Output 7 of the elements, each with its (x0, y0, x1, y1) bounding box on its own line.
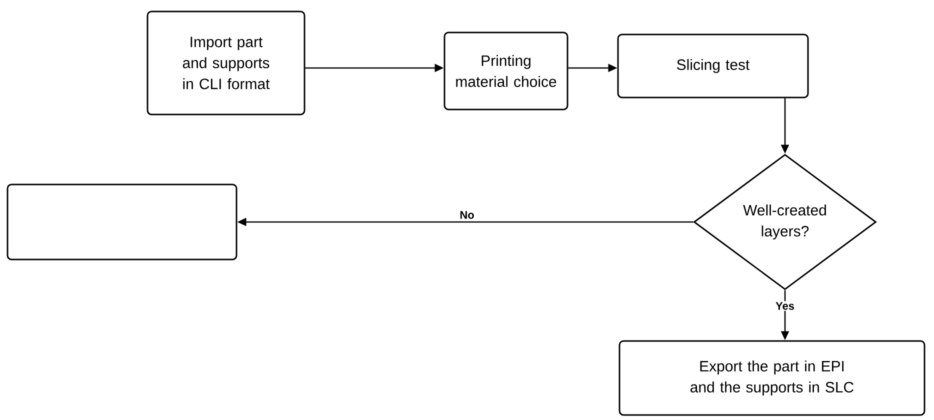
edge-label: No (458, 210, 476, 220)
edge-label: Yes (774, 301, 796, 311)
process-box (6, 184, 238, 260)
process-box: Import part and supports in CLI format (146, 10, 306, 116)
process-box: Export the part in EPI and the supports in SLC (618, 340, 926, 416)
process-box: Printing material choice (444, 32, 568, 110)
process-box: Slicing test (617, 34, 809, 98)
